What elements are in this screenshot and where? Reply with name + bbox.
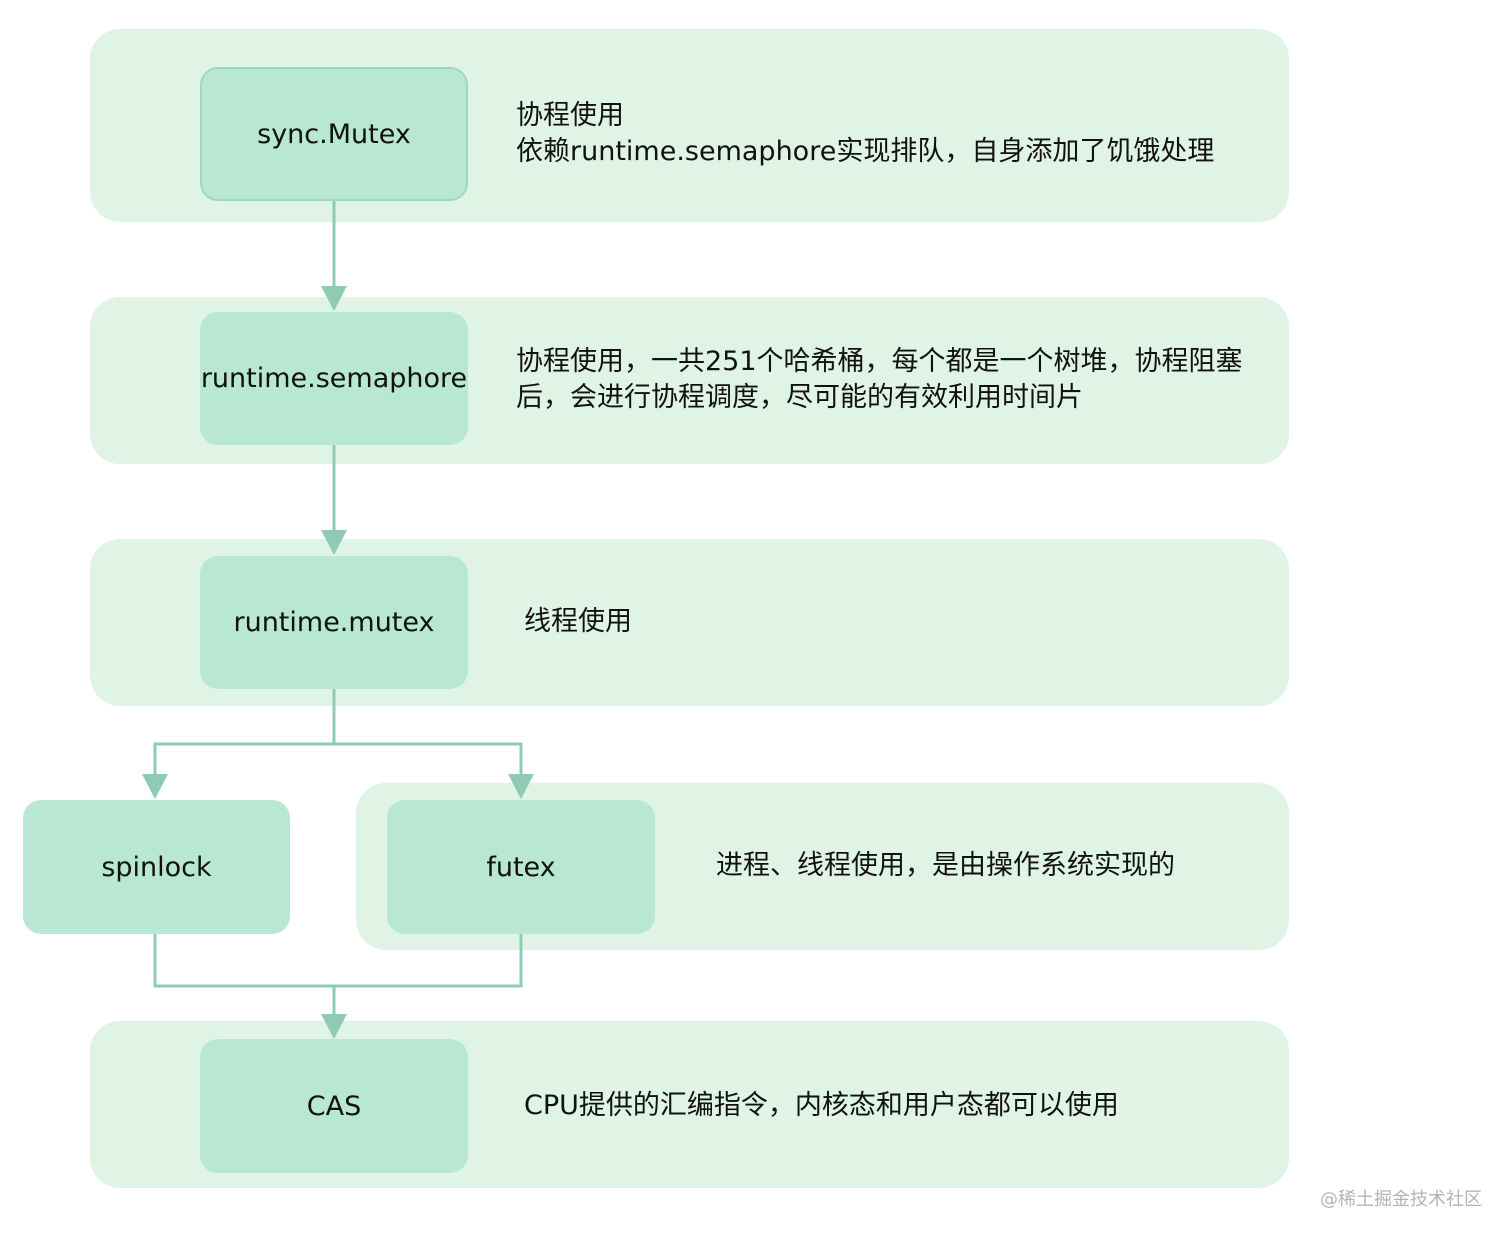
description-sync-mutex-line-1: 协程使用	[516, 100, 624, 131]
edge-runtime-mutex-to-spinlock-futex	[153, 688, 336, 780]
arrowhead-runtime-mutex	[321, 530, 347, 555]
node-spinlock: spinlock	[23, 800, 290, 934]
edge-runtime-mutex-to-futex	[334, 742, 523, 780]
arrowhead-cas	[321, 1014, 347, 1039]
description-sync-mutex: 协程使用 依赖runtime.semaphore实现排队，自身添加了饥饿处理	[516, 98, 1214, 170]
watermark: @稀土掘金技术社区	[1320, 1189, 1482, 1210]
arrowhead-spinlock	[142, 774, 168, 799]
node-runtime-semaphore: runtime.semaphore	[200, 312, 468, 445]
node-cas: CAS	[200, 1039, 468, 1173]
node-futex: futex	[387, 800, 655, 934]
description-runtime-mutex: 线程使用	[524, 606, 632, 637]
edge-spinlock-futex-to-cas	[153, 933, 523, 988]
description-runtime-semaphore-line-2: 后，会进行协程调度，尽可能的有效利用时间片	[516, 382, 1083, 413]
node-runtime-mutex: runtime.mutex	[200, 556, 468, 689]
description-sync-mutex-line-2: 依赖runtime.semaphore实现排队，自身添加了饥饿处理	[516, 136, 1215, 167]
description-runtime-semaphore-line-1: 协程使用，一共251个哈希桶，每个都是一个树堆，协程阻塞	[516, 346, 1243, 377]
arrowhead-runtime-semaphore	[321, 286, 347, 311]
description-cas: CPU提供的汇编指令，内核态和用户态都可以使用	[524, 1090, 1119, 1121]
arrowhead-futex	[508, 774, 534, 799]
description-runtime-semaphore: 协程使用，一共251个哈希桶，每个都是一个树堆，协程阻塞 后，会进行协程调度，尽…	[516, 344, 1243, 416]
description-futex: 进程、线程使用，是由操作系统实现的	[716, 850, 1175, 881]
node-sync-mutex: sync.Mutex	[200, 67, 468, 201]
